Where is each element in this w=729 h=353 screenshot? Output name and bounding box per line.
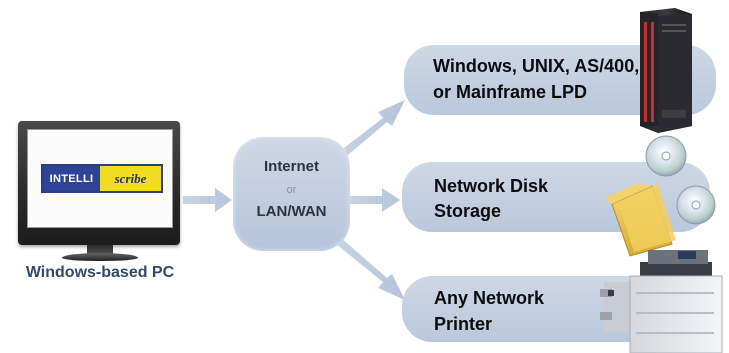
servers-label-line1: Windows, UNIX, AS/400, — [433, 56, 640, 76]
arrow-hub-to-storage — [350, 188, 400, 212]
server-tower-icon — [640, 8, 692, 133]
hub-label-line3: LAN/WAN — [256, 203, 327, 220]
arrow-pc-to-hub — [183, 188, 232, 212]
printer-label-line2: Printer — [434, 314, 493, 334]
logo-right-text: scribe — [100, 166, 161, 191]
storage-label-line2: Storage — [434, 201, 502, 221]
network-hub — [233, 137, 350, 251]
hub-label-line1: Internet — [263, 158, 319, 175]
pc-monitor-neck — [87, 245, 113, 255]
pc-label: Windows-based PC — [25, 264, 175, 281]
servers-label-line2: or Mainframe LPD — [433, 82, 588, 102]
hub-label-line2: or — [286, 184, 297, 196]
pc-monitor-base — [62, 253, 138, 261]
disk-storage-icon — [604, 135, 716, 257]
logo-left-text: INTELLI — [43, 166, 100, 191]
arrow-hub-to-printer — [336, 238, 405, 300]
intelliscribe-logo: INTELLI scribe — [41, 164, 163, 193]
storage-label-line1: Network Disk — [434, 176, 549, 196]
printer-label-line1: Any Network — [434, 288, 545, 308]
printer-icon — [600, 250, 723, 353]
arrow-hub-to-servers — [336, 100, 405, 161]
